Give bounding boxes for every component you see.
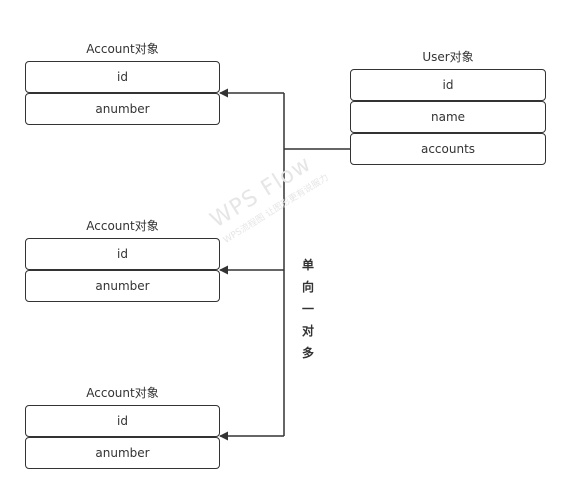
account-entity-3: Account对象 id anumber [25,384,220,469]
relation-char: 向 [301,280,314,294]
account-1-field-anumber: anumber [25,93,220,125]
relation-label: 单 向 一 对 多 [300,254,316,364]
relation-char: 一 [301,302,314,316]
account-3-field-anumber: anumber [25,437,220,469]
account-3-field-id: id [25,405,220,437]
account-2-field-anumber: anumber [25,270,220,302]
account-entity-2-title: Account对象 [86,219,159,233]
relation-char: 单 [301,258,314,272]
account-entity-1: Account对象 id anumber [25,40,220,125]
account-entity-3-title: Account对象 [86,386,159,400]
relation-char: 多 [301,346,314,360]
user-entity: User对象 id name accounts [350,48,546,165]
account-entity-1-title: Account对象 [86,42,159,56]
account-2-field-id: id [25,238,220,270]
user-field-id: id [350,69,546,101]
user-field-accounts: accounts [350,133,546,165]
user-field-name: name [350,101,546,133]
account-1-field-id: id [25,61,220,93]
relation-char: 对 [301,324,314,338]
user-entity-title: User对象 [422,50,474,64]
account-entity-2: Account对象 id anumber [25,217,220,302]
